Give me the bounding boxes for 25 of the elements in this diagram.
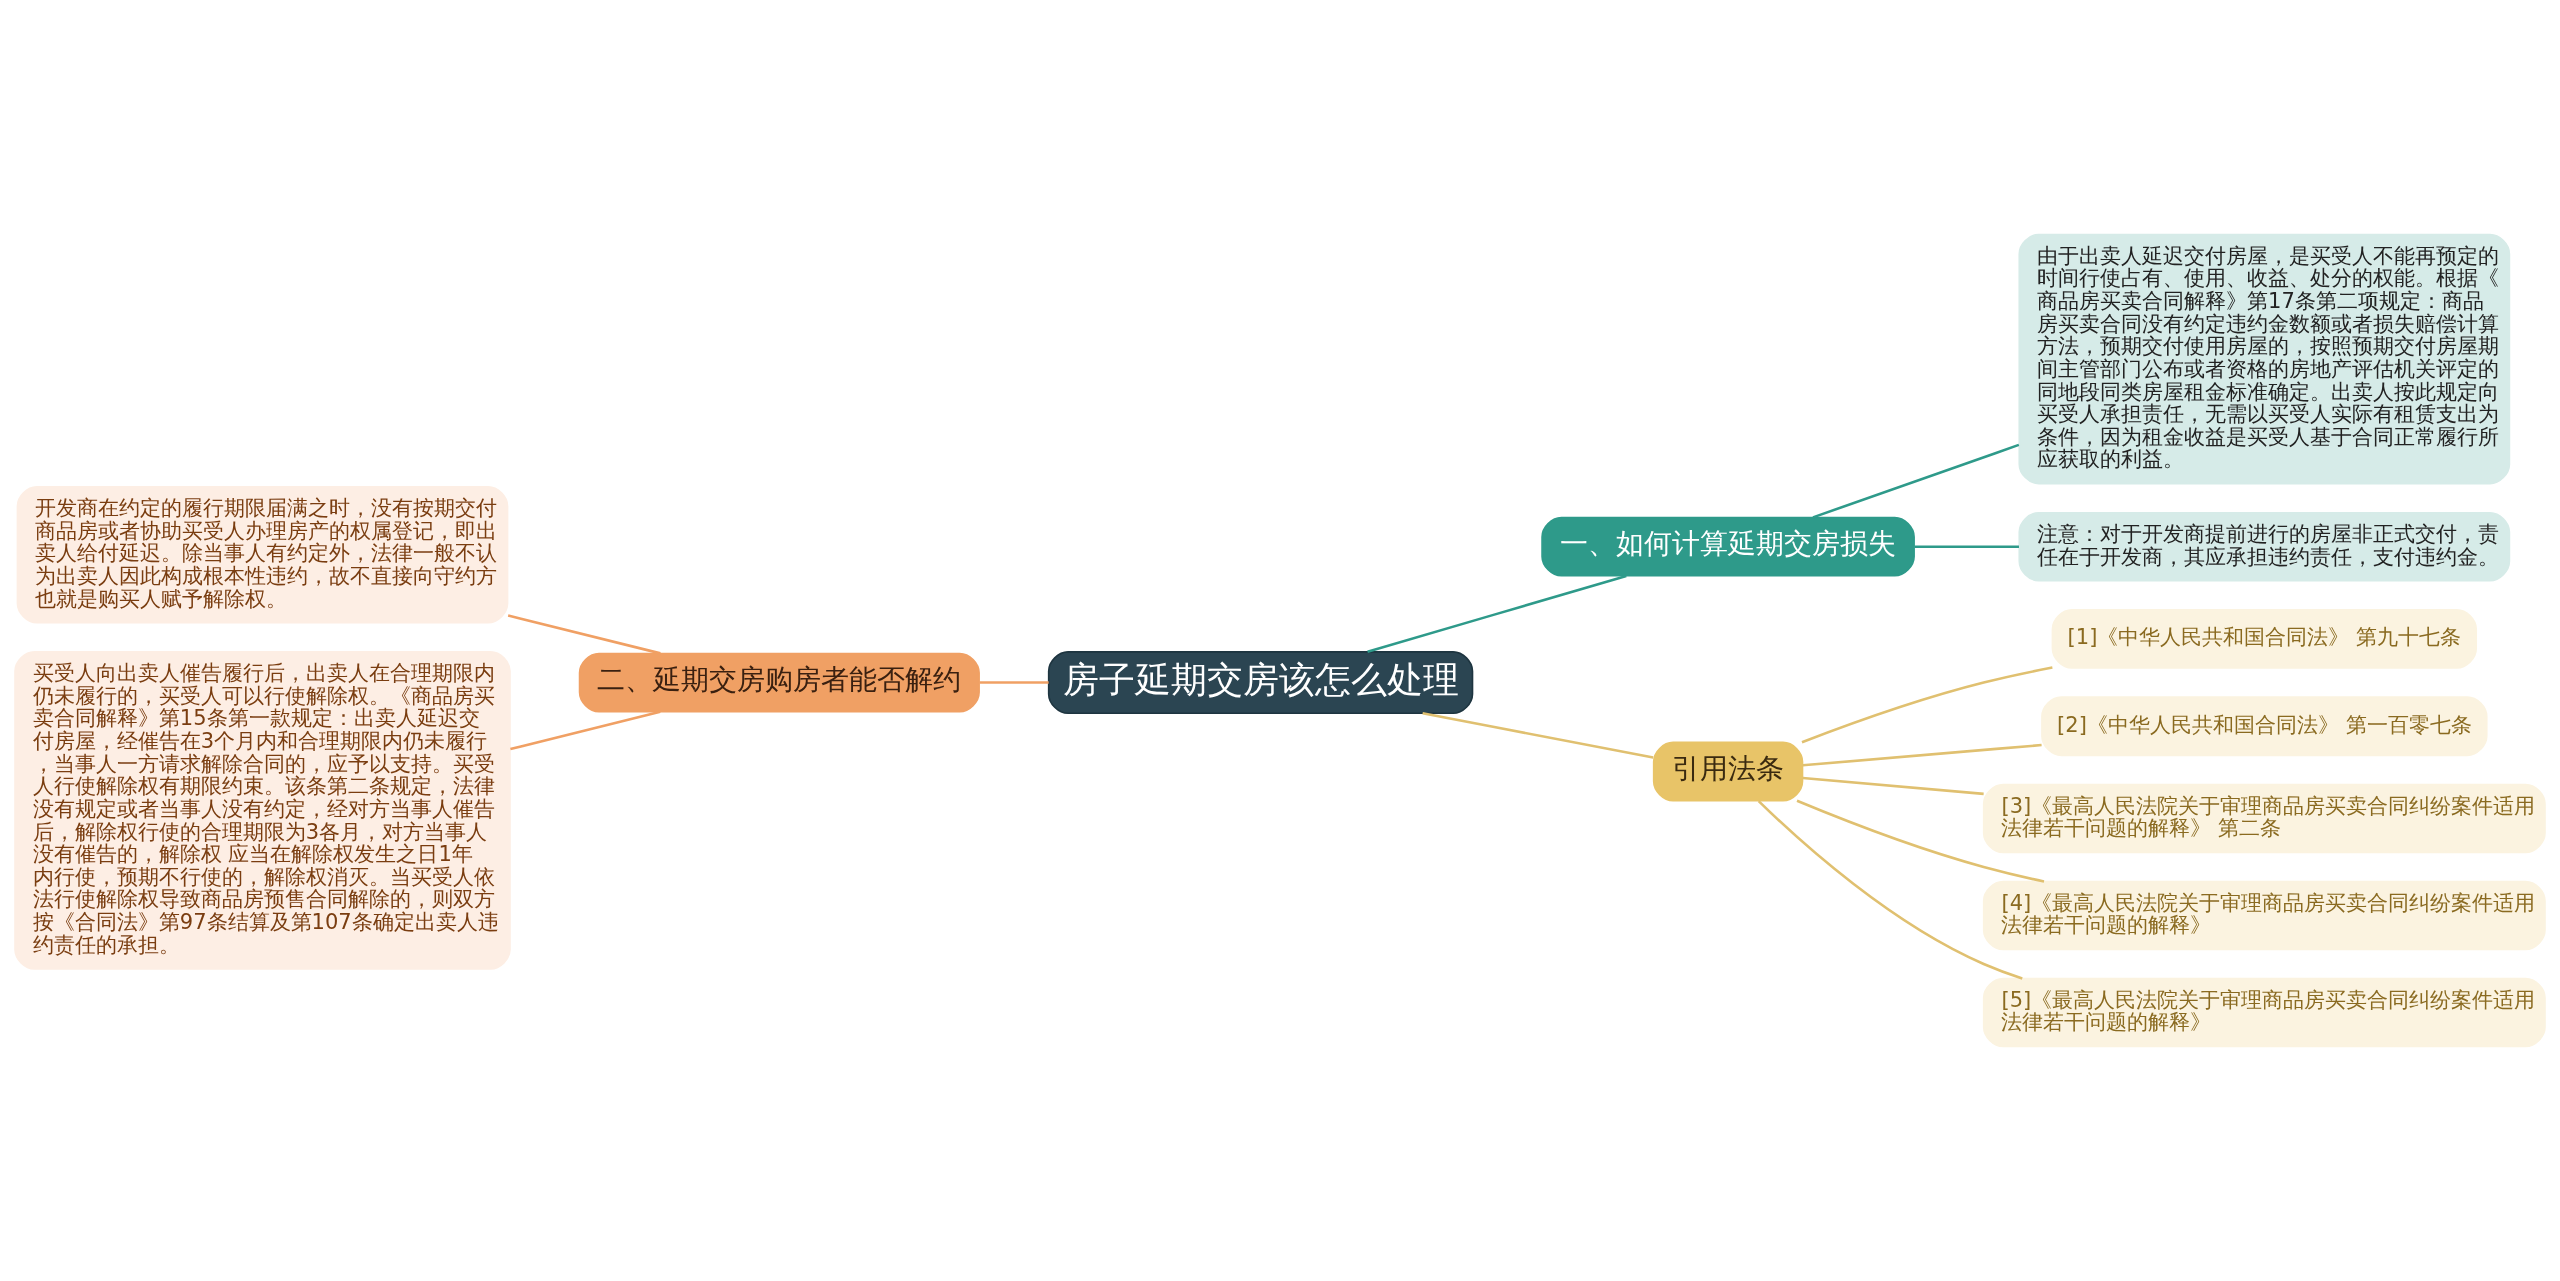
- connector: [1802, 776, 1984, 796]
- node-box: 二、延期交房购房者能否解约: [578, 652, 980, 713]
- node-box: 房子延期交房该怎么处理: [1047, 651, 1474, 715]
- node-box: 引用法条: [1652, 741, 1804, 802]
- connector: [1802, 743, 2042, 767]
- connector: [1796, 799, 2045, 883]
- node-box: 一、如何计算延期交房损失: [1541, 516, 1915, 577]
- node-box: [5]《最高人民法院关于审理商品房买卖合同纠纷案件适用法律若干问题的解释》: [1982, 977, 2546, 1048]
- connector: [507, 614, 661, 655]
- connector: [1757, 800, 2023, 980]
- connector: [979, 681, 1049, 684]
- connector: [1367, 574, 1627, 653]
- connector: [1812, 443, 2020, 519]
- connector: [1422, 712, 1654, 759]
- node-box: 由于出卖人延迟交付房屋，是买受人不能再预定的时间行使占有、使用、收益、处分的权能。根据《商品房买卖合同解释》第17条第二项规定：商品房买卖合同没有约定违约金数额或者损失赔偿计算方法，预期交付使用房屋的，按照预期交付房屋期间主管部门公布或者资格的房地产评估机关评定的同地段同类房屋租金标准确定。出卖人按此规定向买受人承担责任，无需以买受人实际有租赁支出为条件，因为租金收益是买受人基于合同正常履行所应获取的利益。: [2018, 233, 2511, 485]
- node-box: [3]《最高人民法院关于审理商品房买卖合同纠纷案件适用法律若干问题的解释》 第二条: [1982, 783, 2546, 854]
- node-box: [2]《中华人民共和国合同法》 第一百零七条: [2041, 696, 2488, 757]
- connector: [1914, 545, 2019, 548]
- node-box: [1]《中华人民共和国合同法》 第九十七条: [2051, 608, 2478, 669]
- node-box: [4]《最高人民法院关于审理商品房买卖合同纠纷案件适用法律若干问题的解释》: [1982, 880, 2546, 951]
- node-box: 买受人向出卖人催告履行后，出卖人在合理期限内仍未履行的，买受人可以行使解除权。《商品房买卖合同解释》第15条第一款规定：出卖人延迟交付房屋，经催告在3个月内和合理期限内仍未履行，当事人一方请求解除合同的，应予以支持。买受人行使解除权有期限约束。该条第二条规定，法律没有规定或者当事人没有约定，经对方当事人催告后，解除权行使的合理期限为3各月，对方当事人没有催告的，解除权 应当在解除权发生之日1年内行使，预期不行使的，解除权消灭。当买受人依法行使解除权导致商品房预售合同解除的，则双方按《合同法》第97条结算及第107条确定出卖人违约责任的承担。: [14, 651, 511, 970]
- node-box: 开发商在约定的履行期限届满之时，没有按期交付商品房或者协助买受人办理房产的权属登记，即出卖人给付延迟。除当事人有约定外，法律一般不认为出卖人因此构成根本性违约，故不直接向守约方也就是购买人赋予解除权。: [16, 486, 509, 624]
- node-box: 注意：对于开发商提前进行的房屋非正式交付，责任在于开发商，其应承担违约责任，支付违约金。: [2018, 511, 2511, 582]
- connector: [510, 710, 661, 751]
- connector: [1801, 666, 2053, 744]
